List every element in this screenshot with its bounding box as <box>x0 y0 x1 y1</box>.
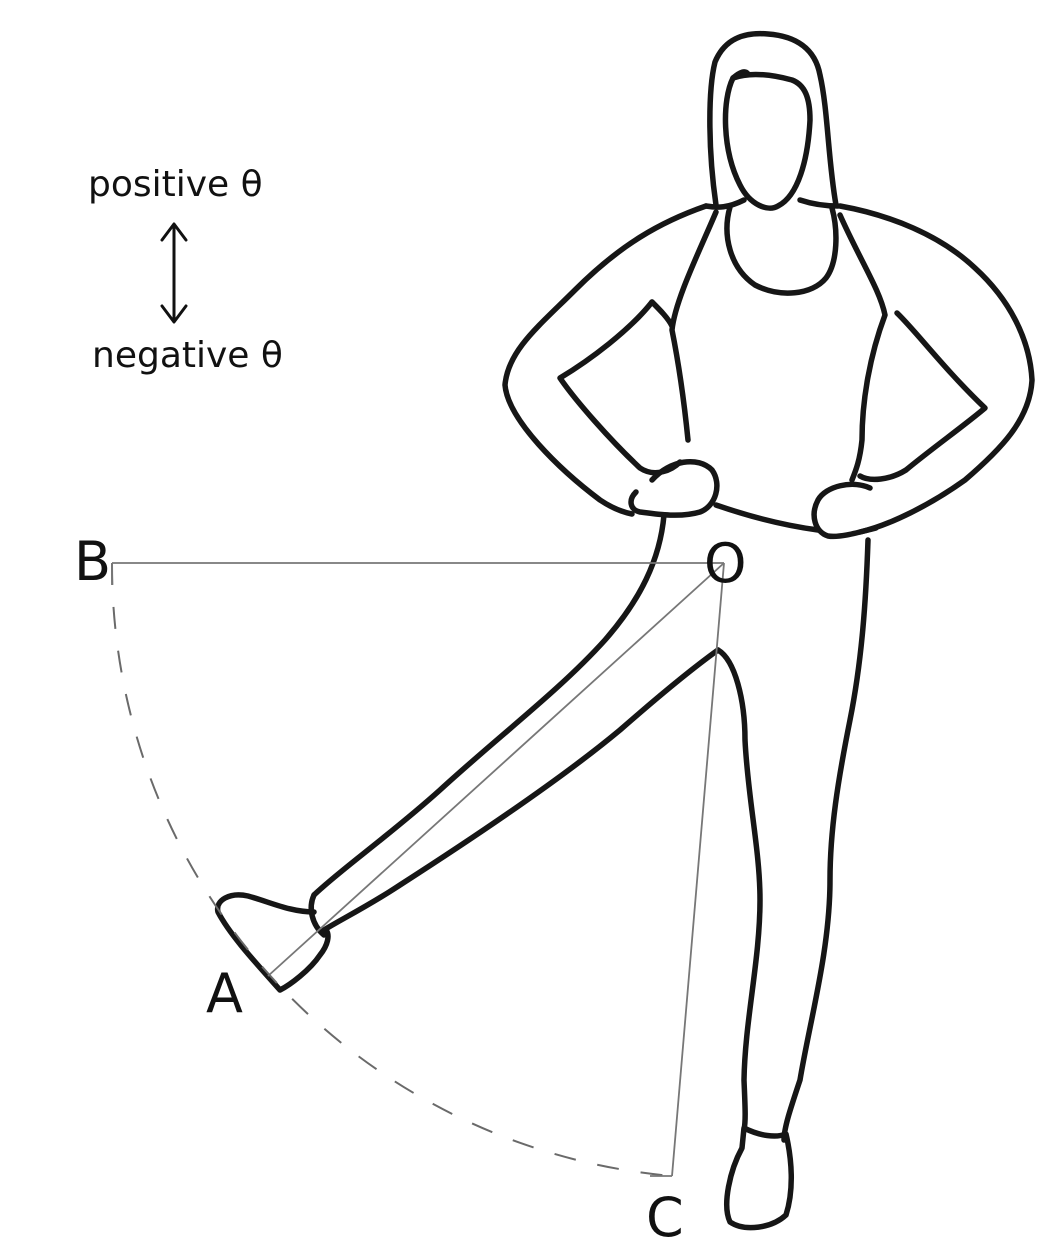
angle-construction <box>110 562 725 1177</box>
standing-leg-inner <box>715 647 763 1133</box>
negative-theta-label: negative θ <box>92 335 283 376</box>
left-arm-top <box>649 299 675 329</box>
raised-foot <box>214 892 331 993</box>
theta-direction-legend: positive θ negative θ <box>88 164 283 376</box>
neck-left <box>703 197 747 210</box>
hair-outline <box>707 30 839 208</box>
person-figure <box>214 30 1035 1231</box>
point-label-C: C <box>646 1186 684 1249</box>
right-arm-outer <box>837 203 1035 535</box>
point-label-O: O <box>704 532 747 595</box>
line-OA <box>267 562 725 977</box>
left-arm-inner <box>557 299 683 476</box>
face-outline <box>722 71 813 211</box>
double-arrow-icon <box>160 222 188 324</box>
left-torso-side <box>669 209 719 443</box>
point-label-B: B <box>74 530 111 593</box>
dashed-swing-arc <box>110 562 673 1177</box>
hairline <box>730 69 751 81</box>
raised-leg-upper-outline <box>311 512 667 898</box>
standing-foot <box>724 1125 794 1231</box>
left-arm-outer <box>502 203 709 517</box>
right-arm-inner <box>857 310 988 483</box>
positive-theta-label: positive θ <box>88 164 263 205</box>
right-torso-side <box>837 212 888 483</box>
raised-leg-lower-outline <box>321 647 721 933</box>
point-label-A: A <box>206 962 243 1025</box>
line-OC <box>671 562 725 1177</box>
standing-leg-outer <box>781 537 871 1143</box>
neck-right <box>797 197 841 209</box>
tank-top-neckline <box>724 204 839 296</box>
right-hand <box>811 481 879 540</box>
left-hand <box>628 459 720 518</box>
raised-leg-ankle <box>308 892 327 938</box>
waistband <box>713 502 821 533</box>
